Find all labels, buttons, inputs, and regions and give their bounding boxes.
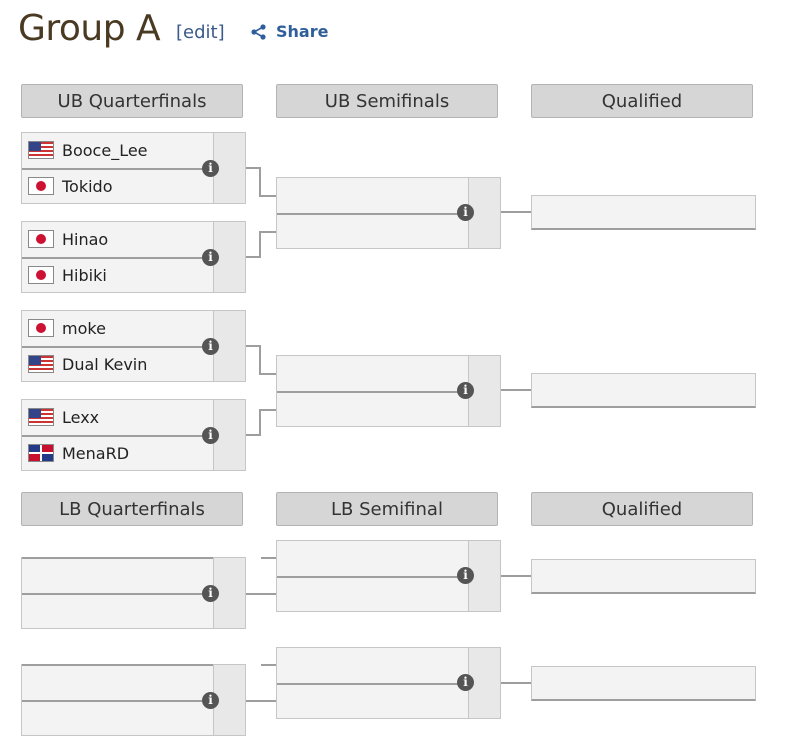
info-icon[interactable]: i (202, 160, 219, 177)
bracket-connector (246, 434, 260, 436)
player-name: Hibiki (62, 265, 107, 285)
share-icon (251, 23, 266, 40)
player-slot[interactable]: Lexx (28, 402, 99, 432)
bracket-connector (246, 593, 276, 595)
player-name: moke (62, 318, 106, 338)
player-name: Booce_Lee (62, 140, 148, 160)
bracket-connector (259, 345, 261, 374)
bracket-connector (259, 373, 276, 375)
player-name: Lexx (62, 407, 100, 427)
bracket-connector (259, 409, 276, 411)
bracket-connector (501, 682, 531, 684)
header-lb-quarterfinals: LB Quarterfinals (21, 492, 243, 526)
edit-link[interactable]: [edit] (176, 22, 225, 43)
header-ub-quarterfinals: UB Quarterfinals (21, 84, 243, 118)
bracket-connector (259, 231, 261, 258)
usa-flag-icon (28, 408, 54, 426)
share-button[interactable]: Share (250, 22, 328, 41)
header-lb-semifinal: LB Semifinal (276, 492, 498, 526)
ub-sf-match-2 (276, 355, 501, 427)
qualified-slot (531, 666, 756, 701)
player-slot[interactable]: MenaRD (28, 438, 129, 468)
bracket-connector (246, 700, 276, 702)
header-ub-qualified: Qualified (531, 84, 753, 118)
dominican-republic-flag-icon (28, 444, 54, 462)
bracket-connector (501, 575, 531, 577)
bracket-connector (261, 557, 276, 559)
page-title: Group A (18, 8, 161, 49)
qualified-slot (531, 195, 756, 230)
player-slot[interactable]: Dual Kevin (28, 349, 147, 379)
player-name: Dual Kevin (62, 354, 148, 374)
info-icon[interactable]: i (457, 204, 474, 221)
player-slot[interactable]: Booce_Lee (28, 135, 148, 165)
usa-flag-icon (28, 141, 54, 159)
player-name: MenaRD (62, 443, 130, 463)
bracket-connector (246, 167, 260, 169)
bracket-connector (261, 664, 276, 666)
bracket-connector (501, 211, 531, 213)
info-icon[interactable]: i (457, 567, 474, 584)
bracket-connector (259, 167, 261, 196)
player-name: Hinao (62, 229, 109, 249)
usa-flag-icon (28, 355, 54, 373)
info-icon[interactable]: i (202, 585, 219, 602)
japan-flag-icon (28, 266, 54, 284)
info-icon[interactable]: i (202, 427, 219, 444)
ub-qf-match-2: Hinao Hibiki (21, 221, 246, 293)
player-slot[interactable]: Hibiki (28, 260, 107, 290)
japan-flag-icon (28, 319, 54, 337)
info-icon[interactable]: i (457, 674, 474, 691)
qualified-slot (531, 559, 756, 594)
player-slot[interactable]: Tokido (28, 171, 113, 201)
info-icon[interactable]: i (202, 249, 219, 266)
qualified-slot (531, 373, 756, 408)
header-ub-semifinals: UB Semifinals (276, 84, 498, 118)
header-lb-qualified: Qualified (531, 492, 753, 526)
bracket-connector (259, 195, 276, 197)
bracket-connector (259, 231, 276, 233)
player-slot[interactable]: moke (28, 313, 106, 343)
bracket-connector (246, 345, 260, 347)
share-label: Share (276, 22, 329, 41)
japan-flag-icon (28, 177, 54, 195)
player-slot[interactable]: Hinao (28, 224, 108, 254)
player-name: Tokido (62, 176, 113, 196)
bracket-connector (501, 389, 531, 391)
info-icon[interactable]: i (202, 692, 219, 709)
info-icon[interactable]: i (202, 338, 219, 355)
bracket-connector (259, 409, 261, 436)
bracket-connector (246, 256, 260, 258)
japan-flag-icon (28, 230, 54, 248)
ub-qf-match-4: Lexx MenaRD (21, 399, 246, 471)
info-icon[interactable]: i (457, 382, 474, 399)
